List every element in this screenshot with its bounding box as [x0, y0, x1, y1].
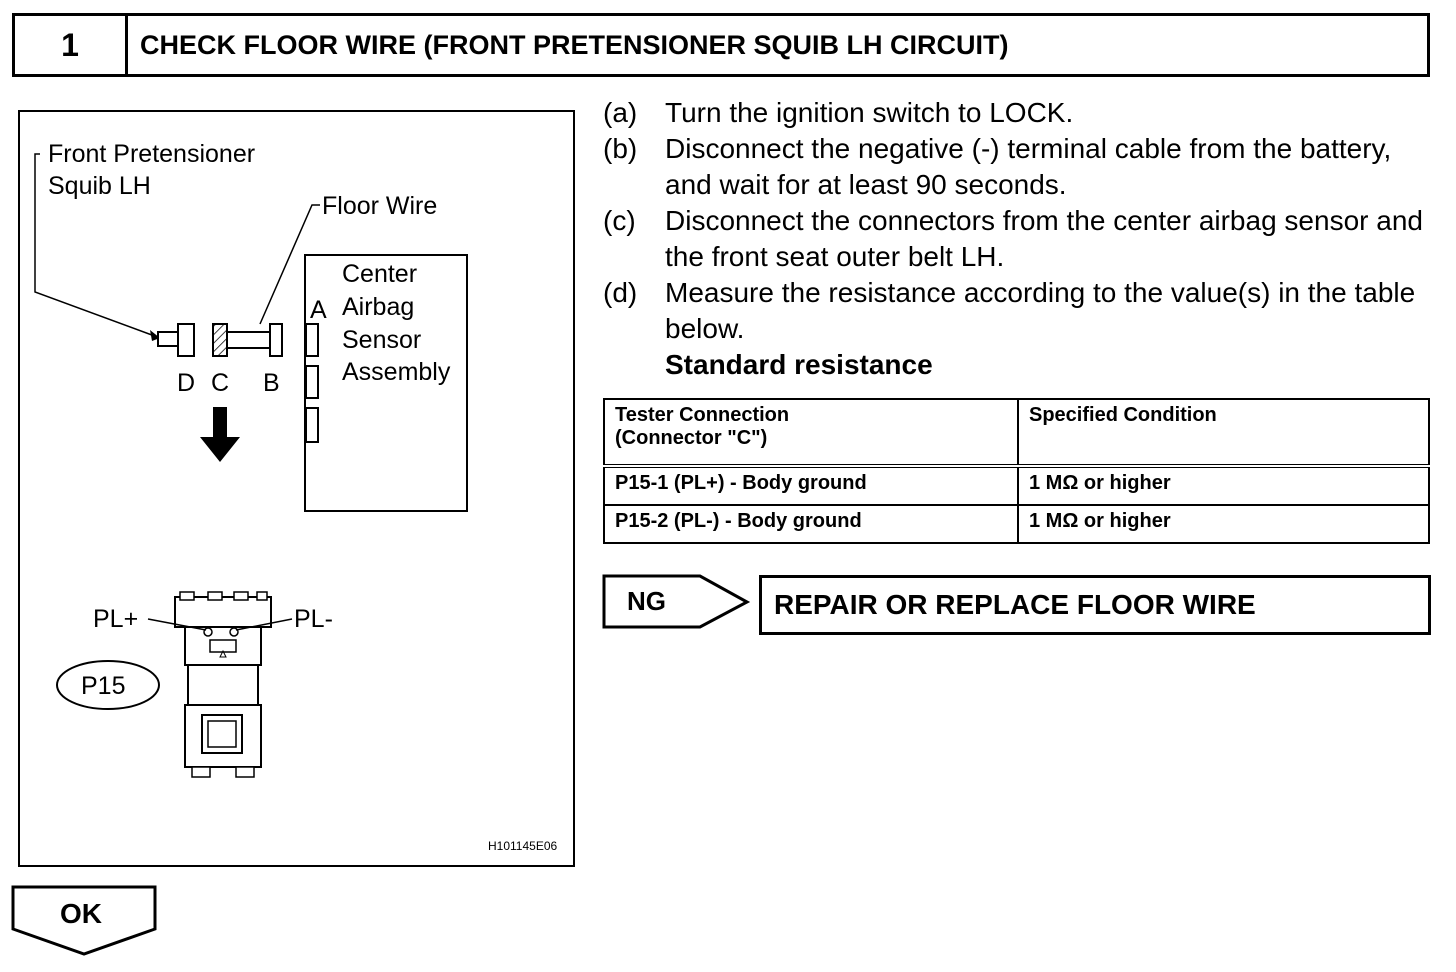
label-sensor-line1: Center: [342, 260, 417, 288]
table-header-condition: Specified Condition: [1017, 398, 1430, 468]
connector-b: [269, 323, 283, 357]
label-connector-id: P15: [81, 672, 125, 700]
label-floor-wire: Floor Wire: [322, 192, 437, 220]
procedure-steps: (a) Turn the ignition switch to LOCK. (b…: [603, 95, 1433, 383]
down-arrow-icon: [200, 407, 240, 462]
step-header: 1 CHECK FLOOR WIRE (FRONT PRETENSIONER S…: [12, 13, 1430, 77]
step-text: Disconnect the connectors from the cente…: [665, 205, 1423, 272]
step-text: Disconnect the negative (-) terminal cab…: [665, 133, 1392, 200]
table-row: P15-1 (PL+) - Body ground 1 MΩ or higher: [603, 465, 1430, 506]
pl-plus-leader-line: [147, 618, 207, 631]
standard-resistance-label: Standard resistance: [665, 349, 933, 380]
label-connector-a: A: [310, 296, 327, 324]
step-b: (b) Disconnect the negative (-) terminal…: [603, 131, 1433, 203]
resistance-table: Tester Connection (Connector "C") Specif…: [603, 398, 1430, 544]
step-letter: (b): [603, 133, 638, 164]
pl-minus-leader-line: [235, 618, 293, 631]
label-sensor-line3: Sensor: [342, 326, 421, 354]
table-cell-connection: P15-2 (PL-) - Body ground: [603, 504, 1019, 544]
table-header-connection: Tester Connection (Connector "C"): [603, 398, 1019, 468]
squib-leader-line: [34, 153, 161, 339]
connector-d-body: [177, 323, 195, 357]
step-letter: (a): [603, 97, 638, 128]
step-text: Measure the resistance according to the …: [665, 277, 1416, 344]
label-sensor-line2: Airbag: [342, 293, 414, 321]
ok-arrow-shape: [11, 885, 157, 956]
step-text: Turn the ignition switch to LOCK.: [665, 97, 1074, 128]
table-cell-condition: 1 MΩ or higher: [1017, 504, 1430, 544]
label-sensor-line4: Assembly: [342, 358, 451, 386]
ok-label: OK: [60, 898, 102, 929]
p15-connector-drawing: [174, 591, 272, 778]
step-number: 1: [15, 16, 128, 74]
step-letter: (c): [603, 205, 636, 236]
step-title: CHECK FLOOR WIRE (FRONT PRETENSIONER SQU…: [140, 29, 1009, 60]
connector-c: [212, 323, 228, 357]
step-c: (c) Disconnect the connectors from the c…: [603, 203, 1433, 275]
sensor-connector-3: [305, 407, 319, 443]
table-cell-condition: 1 MΩ or higher: [1017, 465, 1430, 506]
table-cell-connection: P15-1 (PL+) - Body ground: [603, 465, 1019, 506]
header-col1-line2: (Connector "C"): [615, 427, 768, 449]
label-pl-plus: PL+: [93, 605, 138, 633]
center-airbag-sensor-box: [304, 254, 468, 512]
ng-label: NG: [627, 586, 666, 616]
label-connector-c: C: [211, 369, 229, 397]
wiring-diagram: Front Pretensioner Squib LH Floor Wire D…: [34, 140, 557, 853]
step-a: (a) Turn the ignition switch to LOCK.: [603, 95, 1433, 131]
label-connector-b: B: [263, 369, 280, 397]
table-row: P15-2 (PL-) - Body ground 1 MΩ or higher: [603, 504, 1430, 544]
step-d: (d) Measure the resistance according to …: [603, 275, 1433, 347]
wiring-figure: Front Pretensioner Squib LH Floor Wire D…: [18, 110, 575, 867]
connector-id-ellipse: [56, 660, 160, 710]
connector-d-plug: [157, 331, 181, 347]
sensor-connector-2: [305, 365, 319, 399]
label-pl-minus: PL-: [294, 605, 333, 633]
label-connector-d: D: [177, 369, 195, 397]
image-code: H101145E06: [488, 839, 557, 853]
label-squib-line2: Squib LH: [48, 172, 151, 200]
step-letter: (d): [603, 277, 638, 308]
ng-action-box: REPAIR OR REPLACE FLOOR WIRE: [759, 575, 1431, 635]
label-squib-line1: Front Pretensioner: [48, 140, 255, 168]
sensor-connector-a: [305, 323, 319, 357]
ng-arrow-shape: [602, 574, 751, 629]
table-header-row: Tester Connection (Connector "C") Specif…: [603, 398, 1430, 468]
floor-wire-body: [226, 331, 274, 349]
floor-wire-leader-line: [259, 204, 320, 325]
header-col1-line1: Tester Connection: [615, 404, 790, 426]
